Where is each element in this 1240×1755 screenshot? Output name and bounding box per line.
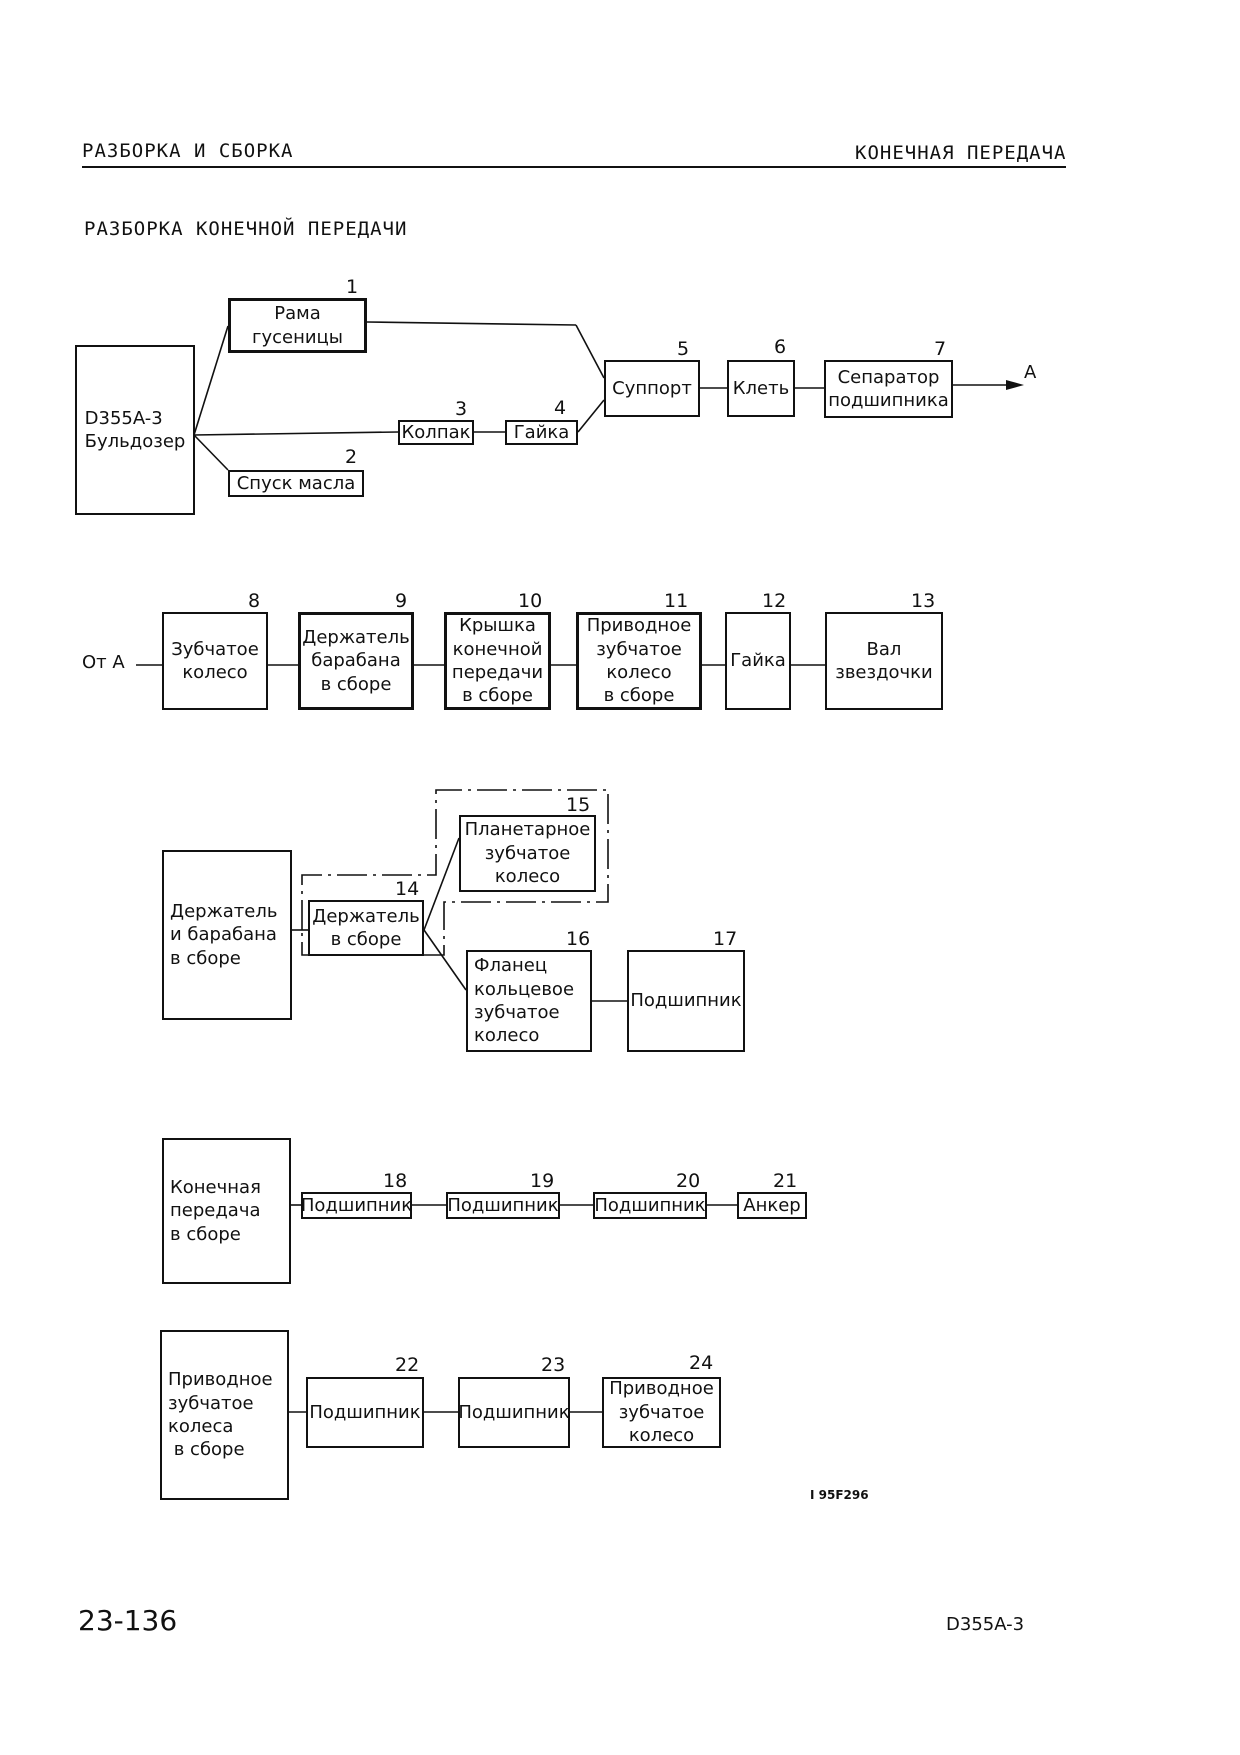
header-rule — [82, 166, 1066, 168]
number-24: 24 — [689, 1352, 714, 1374]
box-oil-drain-label: Спуск масла — [236, 472, 356, 494]
number-14: 14 — [395, 878, 420, 900]
box-oil-drain: Спуск масла — [228, 470, 364, 497]
model-label: D355A-3 — [946, 1614, 1025, 1635]
box-nut: Гайка — [505, 420, 578, 445]
box-bearing-23: Подшипник — [458, 1377, 570, 1448]
box-track-frame-label: Рама гусеницы — [251, 303, 343, 348]
box-nut-2: Гайка — [725, 612, 791, 710]
box-cap: Колпак — [398, 420, 474, 445]
box-bulldozer: D355A-3 Бульдозер — [75, 345, 195, 515]
box-track-frame: Рама гусеницы — [228, 298, 367, 353]
number-5: 5 — [677, 338, 690, 360]
number-16: 16 — [566, 928, 591, 950]
box-sprocket-shaft-label: Вал звездочки — [835, 638, 933, 683]
number-18: 18 — [383, 1170, 408, 1192]
box-bearing-18-label: Подшипник — [300, 1194, 413, 1216]
number-17: 17 — [713, 928, 738, 950]
box-gear-label: Зубчатое колесо — [171, 638, 259, 683]
box-drive-gear-assy: Приводное зубчатое колеса в сборе — [160, 1330, 289, 1500]
box-ring-gear-flange: Фланец кольцевое зубчатое колесо — [466, 950, 592, 1052]
number-10: 10 — [518, 590, 543, 612]
box-nut-2-label: Гайка — [730, 650, 786, 672]
box-planetary-gear-label: Планетарное зубчатое колесо — [464, 819, 591, 888]
number-6: 6 — [774, 336, 787, 358]
number-22: 22 — [395, 1354, 420, 1376]
box-bearing-22-label: Подшипник — [309, 1401, 421, 1423]
number-11: 11 — [664, 590, 689, 612]
box-bearing-22: Подшипник — [306, 1377, 424, 1448]
number-13: 13 — [911, 590, 936, 612]
box-bearing-19: Подшипник — [446, 1192, 560, 1219]
number-4: 4 — [554, 397, 567, 419]
label-arrow-a: A — [1024, 362, 1037, 383]
box-final-drive-assembly-label: Конечная передача в сборе — [170, 1176, 261, 1245]
box-drive-gear-assembly-label: Приводное зубчатое колесо в сборе — [586, 615, 692, 707]
box-drive-gear-assy-label: Приводное зубчатое колеса в сборе — [168, 1369, 273, 1461]
page-number: 23-136 — [78, 1604, 178, 1637]
box-holder-assembly-label: Держатель в сборе — [312, 905, 420, 950]
box-holder-assembly: Держатель в сборе — [308, 900, 424, 956]
box-anchor: Анкер — [737, 1192, 807, 1219]
number-20: 20 — [676, 1170, 701, 1192]
box-nut-label: Гайка — [513, 421, 570, 443]
box-planetary-gear: Планетарное зубчатое колесо — [459, 815, 596, 892]
box-cage: Клеть — [727, 360, 795, 417]
number-12: 12 — [762, 590, 787, 612]
box-final-drive-cover-assembly-label: Крышка конечной передачи в сборе — [451, 615, 544, 707]
box-support-label: Суппорт — [612, 377, 692, 399]
box-bearing-separator: Сепаратор подшипника — [824, 360, 953, 418]
box-drive-gear-24: Приводное зубчатое колесо — [602, 1377, 721, 1448]
label-from-a: От А — [82, 652, 125, 673]
box-gear: Зубчатое колесо — [162, 612, 268, 710]
header-left: РАЗБОРКА И СБОРКА — [82, 140, 294, 162]
number-23: 23 — [541, 1354, 566, 1376]
box-bulldozer-label: D355A-3 Бульдозер — [84, 407, 186, 452]
box-sprocket-shaft: Вал звездочки — [825, 612, 943, 710]
box-drive-gear-24-label: Приводное зубчатое колесо — [609, 1378, 714, 1447]
box-bearing-17: Подшипник — [627, 950, 745, 1052]
number-3: 3 — [455, 398, 468, 420]
box-cage-label: Клеть — [732, 377, 790, 399]
box-holder-drum-assembly: Держатель и барабана в сборе — [162, 850, 292, 1020]
box-drum-holder-assembly-label: Держатель барабана в сборе — [302, 626, 410, 695]
box-bearing-20-label: Подшипник — [594, 1194, 706, 1216]
box-bearing-separator-label: Сепаратор подшипника — [828, 366, 949, 411]
box-bearing-19-label: Подшипник — [447, 1194, 559, 1216]
number-19: 19 — [530, 1170, 555, 1192]
box-ring-gear-flange-label: Фланец кольцевое зубчатое колесо — [474, 955, 575, 1047]
number-2: 2 — [345, 446, 358, 468]
box-drive-gear-assembly: Приводное зубчатое колесо в сборе — [576, 612, 702, 710]
box-anchor-label: Анкер — [743, 1194, 801, 1216]
number-9: 9 — [395, 590, 408, 612]
box-bearing-17-label: Подшипник — [630, 990, 742, 1012]
box-bearing-23-label: Подшипник — [458, 1401, 570, 1423]
number-21: 21 — [773, 1170, 798, 1192]
box-final-drive-assembly: Конечная передача в сборе — [162, 1138, 291, 1284]
arrow-head-icon — [1006, 380, 1024, 390]
box-holder-drum-assembly-label: Держатель и барабана в сборе — [170, 900, 278, 969]
box-cap-label: Колпак — [401, 421, 471, 443]
section-title: РАЗБОРКА КОНЕЧНОЙ ПЕРЕДАЧИ — [84, 218, 408, 240]
box-bearing-18: Подшипник — [301, 1192, 412, 1219]
header-right: КОНЕЧНАЯ ПЕРЕДАЧА — [855, 142, 1067, 164]
figure-code: I 95F296 — [810, 1488, 869, 1502]
number-7: 7 — [934, 338, 947, 360]
number-8: 8 — [248, 590, 261, 612]
number-1: 1 — [346, 276, 359, 298]
box-support: Суппорт — [604, 360, 700, 417]
box-bearing-20: Подшипник — [593, 1192, 707, 1219]
number-15: 15 — [566, 794, 591, 816]
box-drum-holder-assembly: Держатель барабана в сборе — [298, 612, 414, 710]
box-final-drive-cover-assembly: Крышка конечной передачи в сборе — [444, 612, 551, 710]
